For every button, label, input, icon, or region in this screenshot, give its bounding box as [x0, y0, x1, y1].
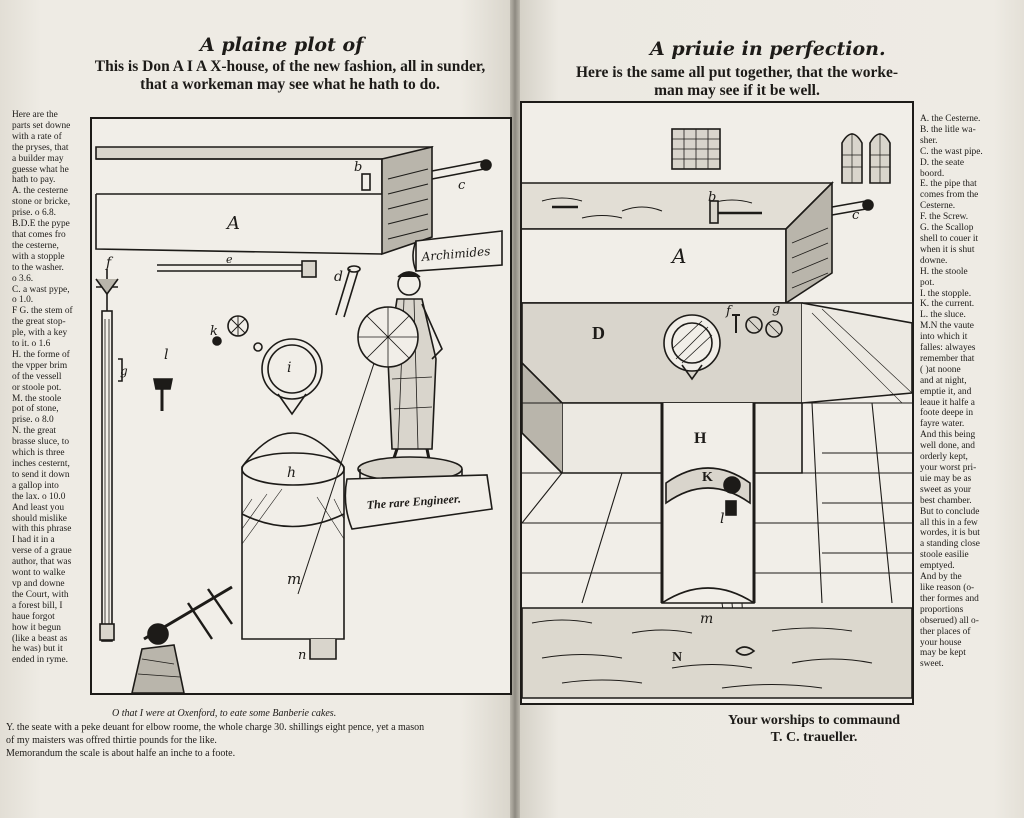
- cistern-side: [381, 145, 433, 256]
- signature-line-1: Your worships to commaund: [728, 713, 901, 728]
- right-label-N: N: [672, 650, 682, 665]
- label-n: n: [298, 648, 306, 663]
- left-heading-line-2: that a workeman may see what he hath to …: [140, 76, 440, 93]
- label-b: b: [354, 160, 362, 175]
- seat-board: [522, 302, 803, 404]
- right-label-m: m: [700, 611, 713, 627]
- right-label-K: K: [702, 470, 713, 485]
- cross-staff-figure: [131, 585, 233, 693]
- cistern-top: [95, 146, 434, 160]
- left-footnote-3: Memorandum the scale is about halfe an i…: [6, 748, 236, 759]
- stool-pot-m: [241, 514, 345, 640]
- cistern-front: [96, 158, 383, 195]
- left-side-note: Here are the parts set downe with a rate…: [12, 110, 73, 666]
- right-label-b: b: [708, 190, 716, 205]
- right-label-f: f: [725, 304, 733, 319]
- left-script-title: A plaine plot of: [200, 34, 364, 56]
- right-woodcut-illustration: A b c D f g H K l m N: [522, 128, 912, 699]
- right-script-title: A priuie in perfection.: [650, 38, 886, 60]
- left-woodcut-illustration: A b c d e f g i h k l m n Archimides The…: [95, 145, 503, 693]
- book-gutter: [510, 0, 520, 818]
- engineer-caption: The rare Engineer.: [366, 491, 461, 512]
- right-heading: Here is the same all put together, that …: [552, 64, 922, 100]
- left-caption: O that I were at Oxenford, to eate some …: [112, 708, 337, 719]
- left-heading-line-1: This is Don A I A X-house, of the new fa…: [94, 58, 486, 75]
- right-label-c: c: [852, 208, 860, 223]
- label-A: A: [225, 213, 240, 234]
- label-d: d: [334, 269, 343, 285]
- label-m: m: [287, 570, 301, 588]
- label-g: g: [120, 364, 128, 378]
- label-c: c: [458, 178, 466, 193]
- signature: Your worships to commaund T. C. trauelle…: [728, 712, 900, 746]
- right-side-note: A. the Cesterne. B. the litle wa- sher. …: [920, 114, 983, 670]
- left-footnote-2: of my maisters was offred thirtie pounds…: [6, 735, 217, 746]
- right-woodcut-frame: A b c D f g H K l m N: [520, 101, 914, 705]
- left-heading: This is Don A I A X-house, of the new fa…: [70, 58, 510, 94]
- left-woodcut-frame: A b c d e f g i h k l m n Archimides The…: [90, 117, 512, 695]
- left-footnote-1: Y. the seate with a peke deuant for elbo…: [6, 722, 425, 733]
- label-e: e: [226, 253, 233, 266]
- stool-pot-h: [241, 432, 345, 514]
- label-i: i: [287, 360, 291, 376]
- label-f: f: [105, 255, 114, 271]
- right-label-H: H: [694, 430, 707, 447]
- label-h: h: [287, 465, 296, 481]
- right-label-l: l: [720, 511, 724, 527]
- archimides-banner: [415, 230, 503, 272]
- right-label-g: g: [772, 302, 780, 317]
- engineer-figure: [357, 271, 463, 489]
- right-cistern-front: [522, 228, 787, 304]
- stopple-stem: [101, 310, 113, 642]
- right-heading-line-2: man may see if it be well.: [654, 82, 820, 99]
- label-k: k: [210, 324, 218, 339]
- signature-line-2: T. C. traueller.: [770, 730, 858, 745]
- right-label-A: A: [670, 244, 686, 268]
- archimides-label: Archimides: [420, 244, 491, 264]
- right-heading-line-1: Here is the same all put together, that …: [575, 64, 898, 81]
- right-label-D: D: [592, 323, 605, 343]
- label-l: l: [164, 347, 168, 363]
